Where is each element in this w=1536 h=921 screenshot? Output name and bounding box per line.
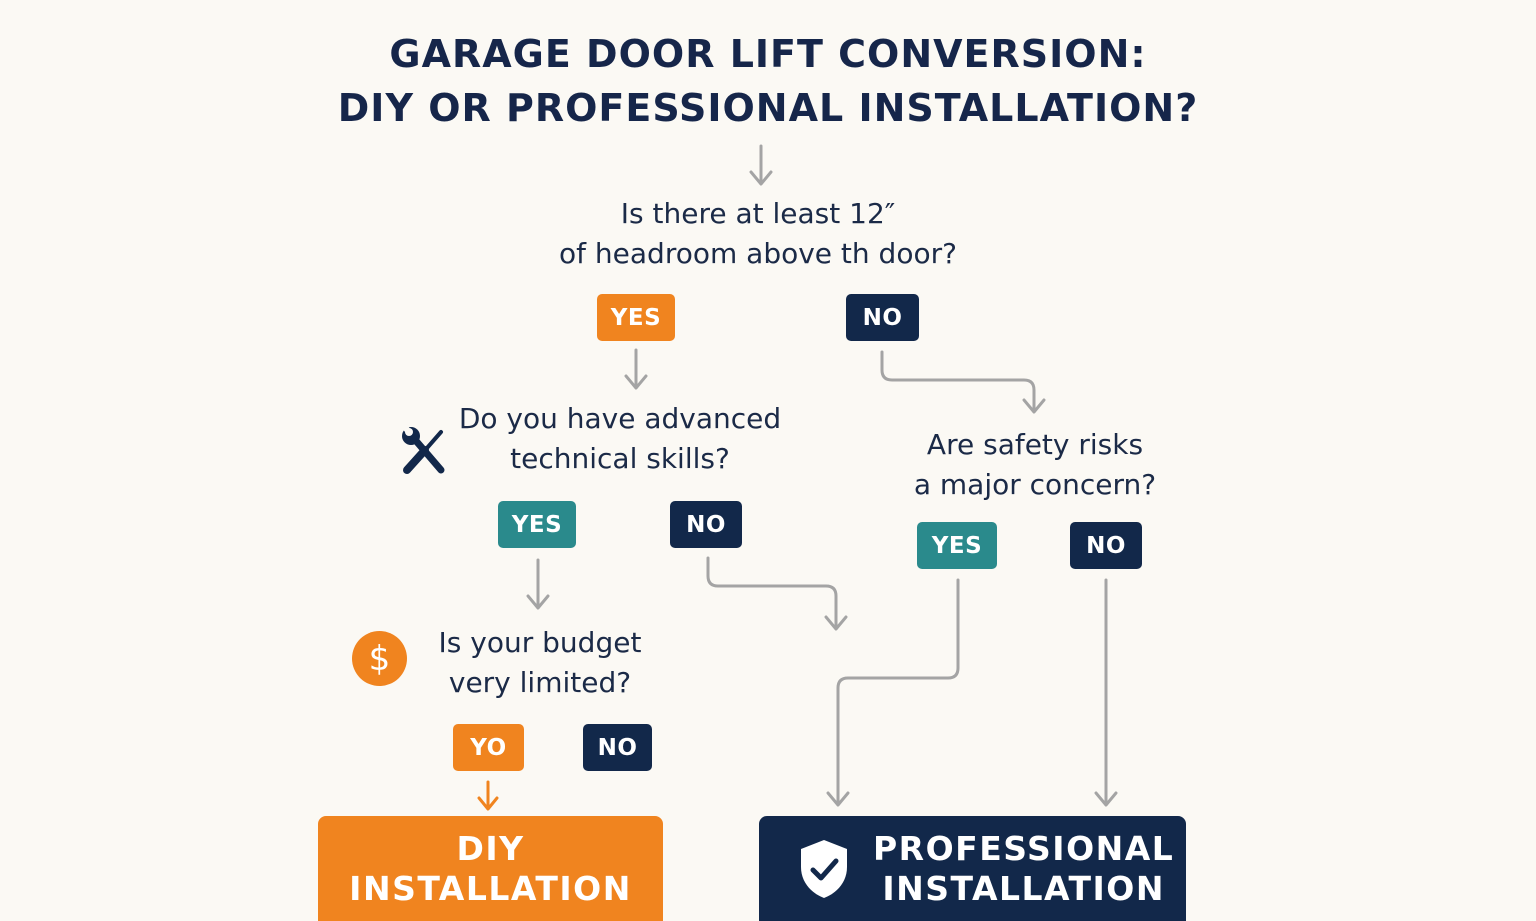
question-headroom-line-2: of headroom above th door? bbox=[559, 237, 957, 270]
dollar-icon-glyph: $ bbox=[368, 638, 391, 679]
connector-skills-no-to-professional bbox=[706, 556, 848, 631]
connector-skills-yes-to-budget bbox=[526, 558, 550, 610]
result-diy-line-1: DIY bbox=[456, 828, 525, 868]
question-safety: Are safety risks a major concern? bbox=[880, 425, 1190, 505]
headroom-yes-button[interactable]: YES bbox=[597, 294, 675, 341]
shield-check-icon bbox=[795, 837, 853, 901]
question-headroom: Is there at least 12″ of headroom above … bbox=[508, 194, 1008, 274]
connector-safety-no-to-professional bbox=[1094, 578, 1118, 807]
budget-no-button[interactable]: NO bbox=[583, 724, 652, 771]
connector-safety-yes-to-professional bbox=[826, 578, 960, 807]
connector-headroom-no-to-safety bbox=[880, 350, 1046, 414]
result-diy-line-2: INSTALLATION bbox=[349, 868, 632, 908]
result-professional-line-2: INSTALLATION bbox=[882, 868, 1165, 908]
tools-icon bbox=[397, 424, 453, 480]
headroom-no-button[interactable]: NO bbox=[846, 294, 919, 341]
question-skills: Do you have advanced technical skills? bbox=[455, 399, 785, 479]
result-professional-installation: PROFESSIONAL INSTALLATION bbox=[759, 816, 1186, 921]
question-safety-line-1: Are safety risks bbox=[926, 428, 1144, 461]
question-budget-line-2: very limited? bbox=[448, 666, 632, 699]
question-budget: Is your budget very limited? bbox=[400, 623, 680, 703]
diagram-title-line-1: GARAGE DOOR LIFT CONVERSION: bbox=[389, 32, 1147, 76]
question-skills-line-2: technical skills? bbox=[510, 442, 730, 475]
question-skills-line-1: Do you have advanced bbox=[458, 402, 782, 435]
question-safety-line-2: a major concern? bbox=[913, 468, 1157, 501]
safety-yes-button[interactable]: YES bbox=[917, 522, 997, 569]
diagram-title-line-2: DIY OR PROFESSIONAL INSTALLATION? bbox=[337, 86, 1199, 130]
connector-title-to-headroom bbox=[749, 144, 773, 186]
skills-no-button[interactable]: NO bbox=[670, 501, 742, 548]
safety-no-button[interactable]: NO bbox=[1070, 522, 1142, 569]
question-headroom-line-1: Is there at least 12″ bbox=[620, 197, 896, 230]
budget-yes-button[interactable]: YO bbox=[453, 724, 524, 771]
dollar-icon: $ bbox=[352, 631, 407, 686]
result-diy-installation: DIY INSTALLATION bbox=[318, 816, 663, 921]
connector-headroom-yes-to-skills bbox=[624, 348, 648, 390]
result-professional-line-1: PROFESSIONAL bbox=[873, 828, 1175, 868]
question-budget-line-1: Is your budget bbox=[438, 626, 642, 659]
skills-yes-button[interactable]: YES bbox=[498, 501, 576, 548]
connector-budget-yes-to-diy bbox=[477, 780, 499, 811]
